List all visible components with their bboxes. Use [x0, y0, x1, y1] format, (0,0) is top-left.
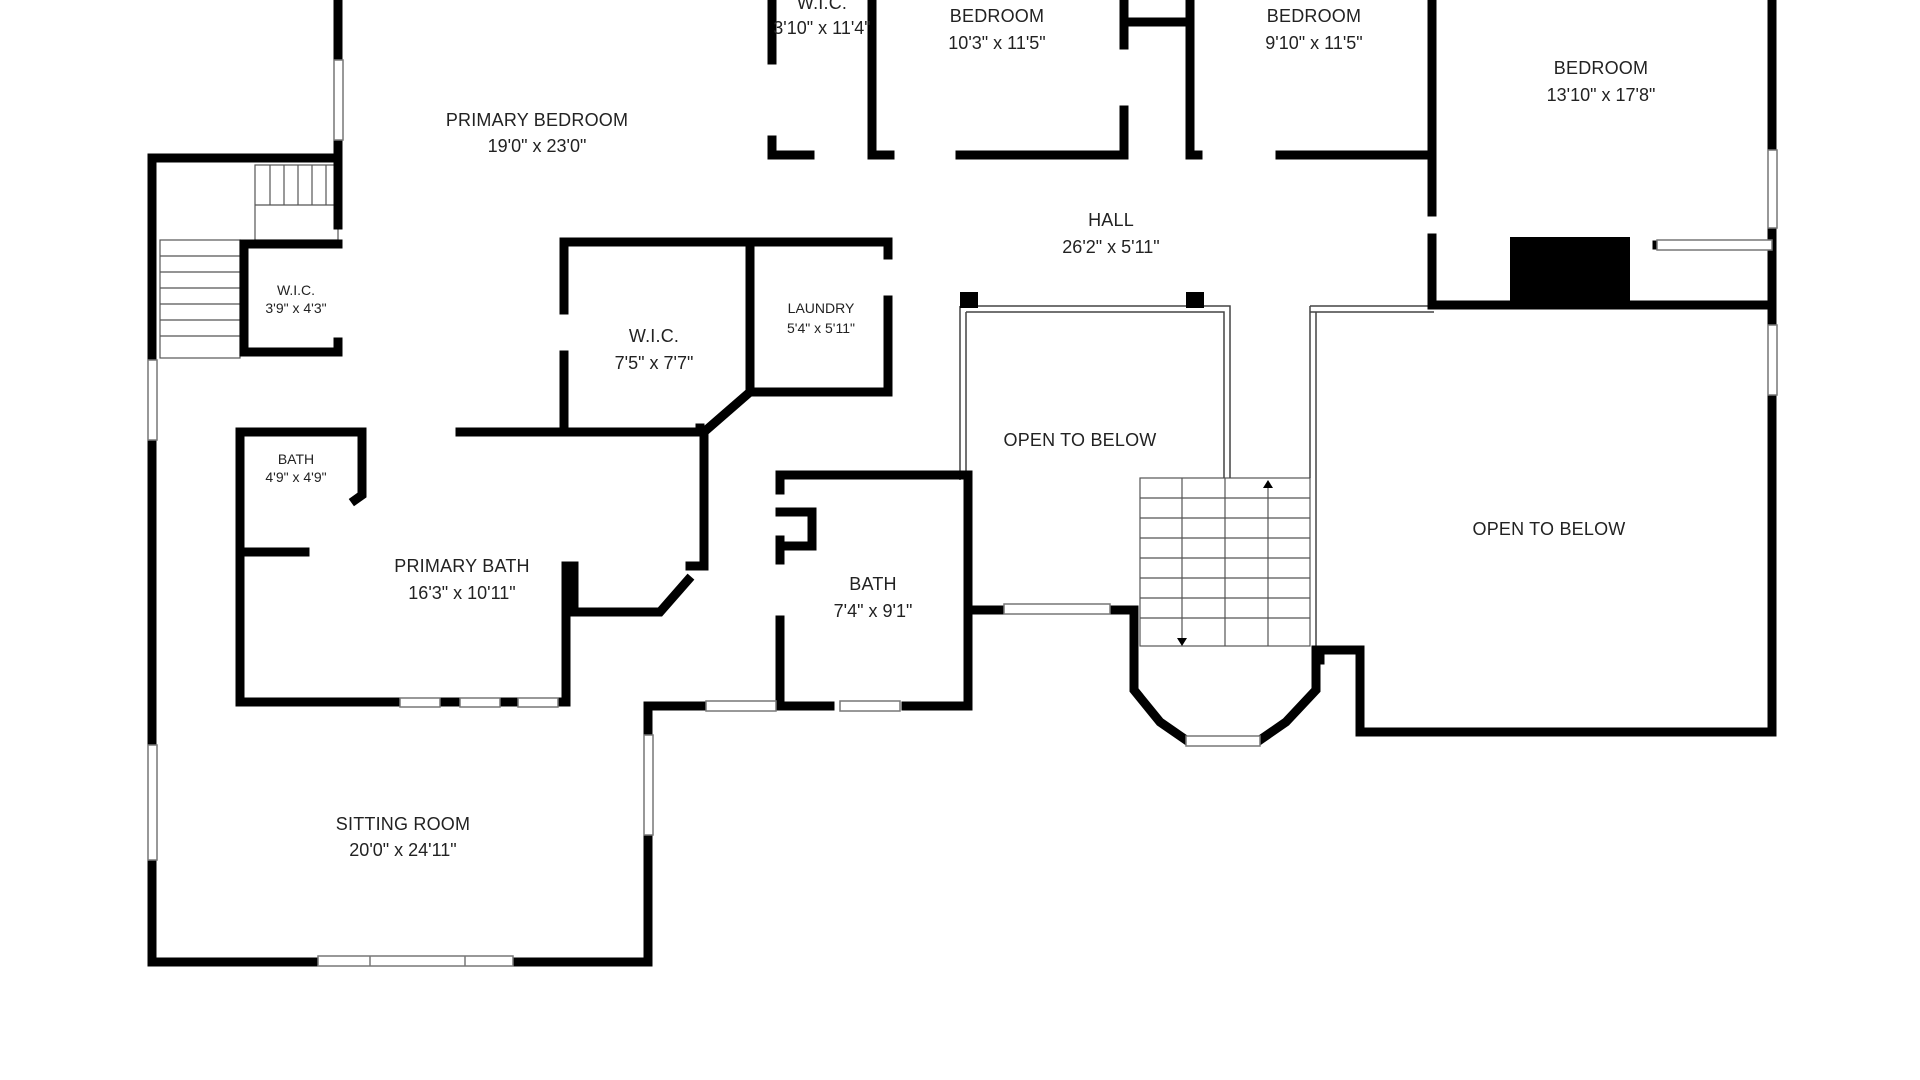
bedroom-3-dims: 13'10" x 17'8" [1547, 85, 1656, 105]
walls [147, 0, 1777, 967]
bedroom-3-label: BEDROOM [1554, 58, 1648, 78]
bath-dims: 7'4" x 9'1" [834, 601, 913, 621]
bedroom-2-label: BEDROOM [1267, 6, 1361, 26]
railings [959, 305, 1434, 648]
sitting-room-dims: 20'0" x 24'11" [349, 840, 456, 860]
wic-top-label: W.I.C. [797, 0, 847, 13]
primary-bedroom-label: PRIMARY BEDROOM [446, 110, 628, 130]
wic-small-dims: 3'9" x 4'3" [265, 300, 326, 316]
open-to-below-2-label: OPEN TO BELOW [1473, 519, 1626, 539]
primary-bath-dims: 16'3" x 10'11" [408, 583, 515, 603]
bath-small-label: BATH [278, 451, 314, 467]
wic-mid-dims: 7'5" x 7'7" [615, 353, 694, 373]
bedroom-1-label: BEDROOM [950, 6, 1044, 26]
bedroom-1-dims: 10'3" x 11'5" [948, 33, 1045, 53]
hall-label: HALL [1088, 210, 1134, 230]
windows [147, 59, 1778, 967]
bath-small-dims: 4'9" x 4'9" [265, 469, 326, 485]
primary-bath-label: PRIMARY BATH [394, 556, 529, 576]
laundry-label: LAUNDRY [788, 300, 855, 316]
wic-mid-label: W.I.C. [629, 326, 679, 346]
open-to-below-1-label: OPEN TO BELOW [1004, 430, 1157, 450]
laundry-dims: 5'4" x 5'11" [787, 320, 855, 336]
bath-label: BATH [849, 574, 896, 594]
wic-small-label: W.I.C. [277, 282, 315, 298]
hall-dims: 26'2" x 5'11" [1062, 237, 1159, 257]
primary-bedroom-dims: 19'0" x 23'0" [488, 136, 587, 156]
stairs-left [159, 164, 339, 359]
sitting-room-label: SITTING ROOM [336, 814, 470, 834]
wall-accents [960, 237, 1630, 308]
wic-top-dims: 3'10" x 11'4" [773, 18, 870, 38]
stairs-center [1139, 477, 1311, 647]
bedroom-2-dims: 9'10" x 11'5" [1265, 33, 1362, 53]
